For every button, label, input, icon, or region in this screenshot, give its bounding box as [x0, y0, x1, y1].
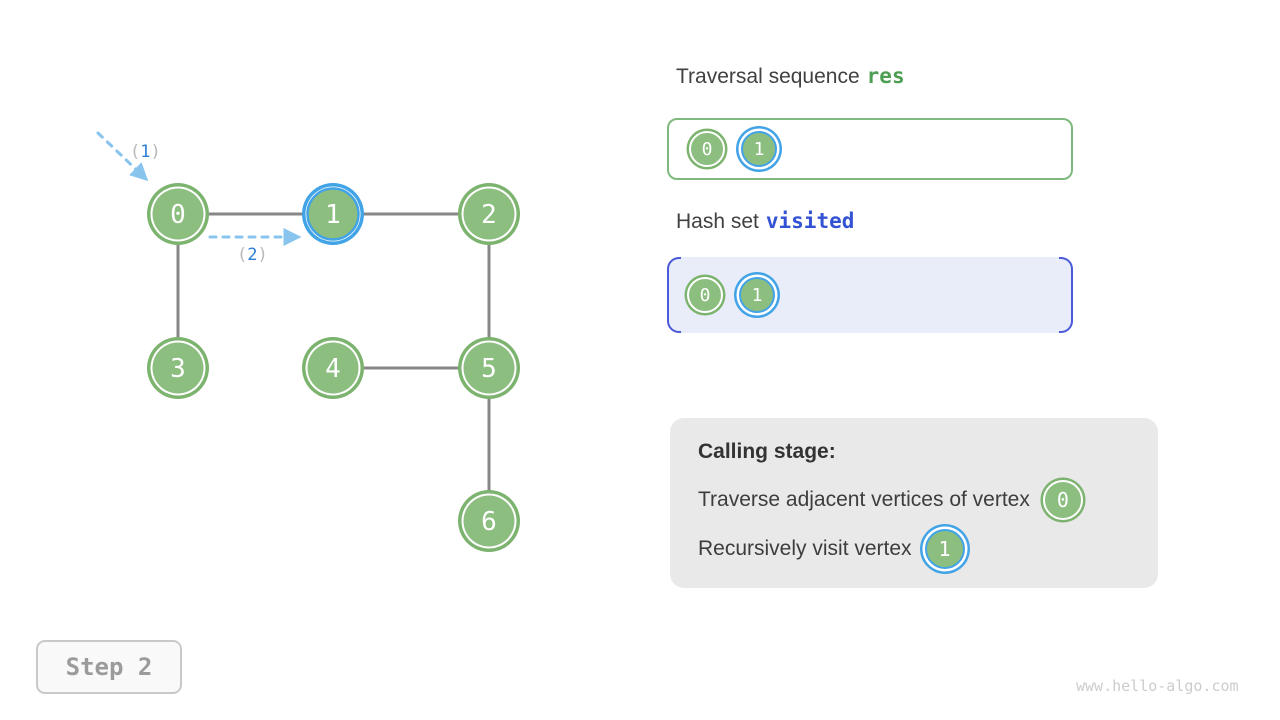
visited-var-name: visited	[765, 209, 855, 233]
graph-node-6: 6	[458, 490, 520, 552]
graph-node-1-label: 1	[325, 200, 341, 230]
hash-bracket-right	[1059, 257, 1073, 333]
graph-node-0-label: 0	[170, 200, 186, 230]
graph-node-4: 4	[302, 337, 364, 399]
step-badge-label: Step 2	[65, 653, 153, 681]
step-label-1: (1)	[130, 142, 161, 162]
visited-title-text: Hash set	[676, 210, 759, 233]
res-title-text: Traversal sequence	[676, 65, 860, 88]
graph-node-5-label: 5	[481, 354, 497, 384]
graph-nodes: 0 1 2 3 4 5 6	[147, 183, 520, 552]
res-item-0-label: 0	[701, 138, 713, 160]
calling-line-1: Traverse adjacent vertices of vertex 0	[698, 480, 1138, 520]
calling-line-2-node-label: 1	[938, 537, 951, 561]
res-item-1-highlighted: 1	[741, 131, 777, 167]
calling-line-1-node: 0	[1042, 480, 1083, 520]
step-badge: Step 2	[36, 640, 182, 694]
visited-panel-title: Hash set visited	[676, 209, 854, 234]
graph-node-3: 3	[147, 337, 209, 399]
calling-line-2-node-highlighted: 1	[924, 529, 965, 569]
res-panel-title: Traversal sequence res	[676, 64, 905, 89]
calling-stage-box: Calling stage: Traverse adjacent vertice…	[670, 418, 1158, 588]
res-var-name: res	[866, 64, 905, 88]
visited-item-1-highlighted: 1	[739, 277, 775, 313]
graph-node-2-label: 2	[481, 200, 497, 230]
calling-line-2: Recursively visit vertex 1	[698, 529, 1138, 569]
step-label-2: (2)	[237, 245, 268, 265]
visited-item-0: 0	[687, 277, 723, 313]
visited-item-1-label: 1	[751, 284, 763, 306]
watermark: www.hello-algo.com	[1076, 677, 1239, 695]
calling-line-1-node-label: 0	[1056, 488, 1069, 512]
calling-stage-title: Calling stage:	[698, 440, 836, 463]
hash-bracket-left	[667, 257, 681, 333]
graph-node-1-highlighted: 1	[302, 183, 364, 245]
hash-set-box: 0 1	[667, 257, 1073, 333]
res-item-1-label: 1	[753, 138, 765, 160]
graph-node-3-label: 3	[170, 354, 186, 384]
calling-line-2-text: Recursively visit vertex	[698, 537, 912, 560]
traversal-sequence-box: 0 1	[667, 118, 1073, 180]
step-arrows	[96, 131, 302, 246]
graph-node-2: 2	[458, 183, 520, 245]
graph-canvas: (1) (2) 0 1 2 3 4 5 6	[96, 131, 520, 552]
graph-node-4-label: 4	[325, 354, 341, 384]
visited-item-0-label: 0	[699, 284, 711, 306]
calling-line-1-text: Traverse adjacent vertices of vertex	[698, 488, 1030, 511]
res-item-0: 0	[689, 131, 725, 167]
graph-node-6-label: 6	[481, 507, 497, 537]
graph-node-5: 5	[458, 337, 520, 399]
step-arrow-1	[96, 131, 149, 182]
graph-node-0: 0	[147, 183, 209, 245]
